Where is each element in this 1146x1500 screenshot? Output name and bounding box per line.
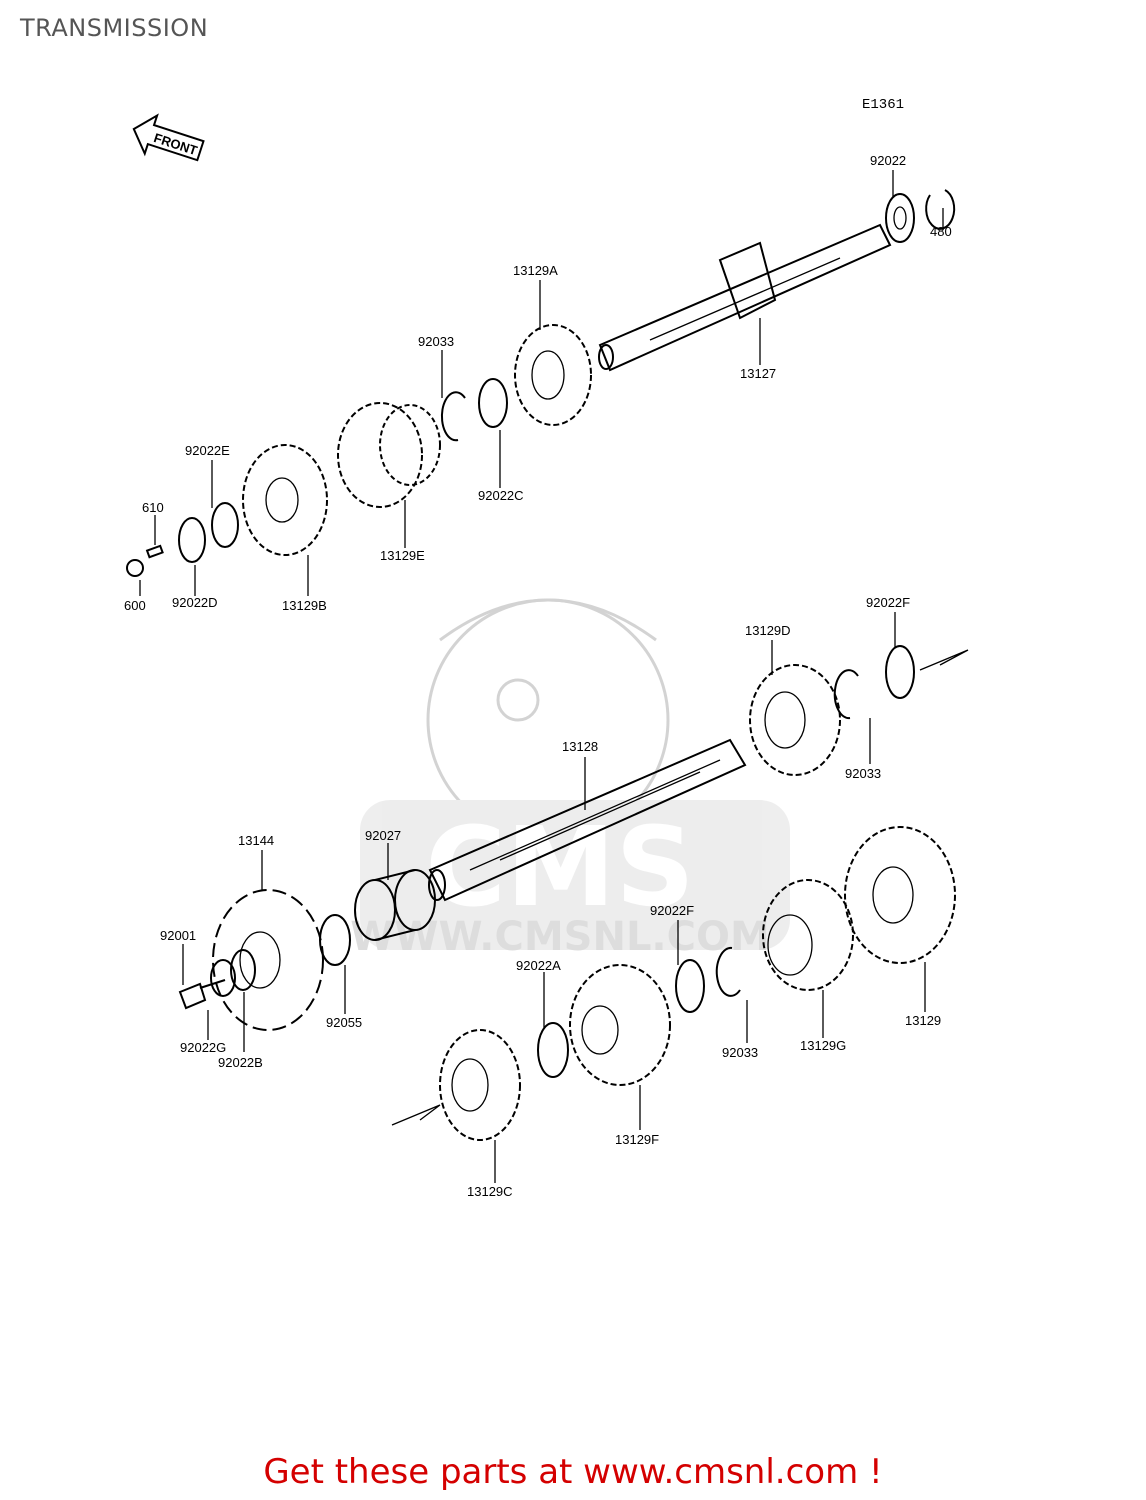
part-label-13144: 13144: [238, 833, 274, 848]
gear-13129A: [514, 324, 592, 426]
input-shaft: [598, 223, 892, 372]
washer-92022: [885, 193, 915, 243]
part-label-92022B: 92022B: [218, 1055, 263, 1070]
output-shaft: [428, 738, 747, 902]
part-label-92055: 92055: [326, 1015, 362, 1030]
part-label-13127: 13127: [740, 366, 776, 381]
sprocket-13144: [212, 889, 324, 1031]
axis-line-right: [919, 649, 969, 671]
washer-92022D: [178, 517, 206, 563]
washer-92022C: [478, 378, 508, 428]
circlip-92033-top: [440, 391, 466, 442]
part-label-13129D: 13129D: [745, 623, 791, 638]
part-label-92022F-top: 92022F: [866, 595, 910, 610]
part-label-92027: 92027: [365, 828, 401, 843]
washer-92055: [319, 914, 351, 966]
part-label-13129B: 13129B: [282, 598, 327, 613]
leader-lines: [139, 170, 944, 1183]
washer-92022A: [537, 1022, 569, 1078]
gear-13129G: [762, 879, 854, 991]
part-label-92022F-low: 92022F: [650, 903, 694, 918]
part-label-13128: 13128: [562, 739, 598, 754]
part-label-92022D: 92022D: [172, 595, 218, 610]
washer-92022F-top: [885, 645, 915, 699]
part-label-13129: 13129: [905, 1013, 941, 1028]
watermark-url-text: WWW.CMSNL.COM: [350, 914, 770, 960]
part-label-92033-low: 92033: [722, 1045, 758, 1060]
page-title: TRANSMISSION: [20, 14, 209, 42]
part-label-13129E: 13129E: [380, 548, 425, 563]
parts-footer-link[interactable]: Get these parts at www.cmsnl.com !: [263, 1452, 883, 1492]
pin-610: [145, 544, 164, 559]
part-label-610: 610: [142, 500, 164, 515]
gear-13129D: [749, 664, 841, 776]
front-arrow-icon: FRONT: [132, 113, 205, 162]
gear-13129: [844, 826, 956, 964]
circlip-480: [925, 189, 956, 230]
part-label-92022: 92022: [870, 153, 906, 168]
washer-92022F-low: [675, 959, 705, 1013]
part-label-92022E: 92022E: [185, 443, 230, 458]
part-label-13129G: 13129G: [800, 1038, 846, 1053]
washer-92022B: [230, 949, 256, 991]
gear-13129B: [242, 444, 328, 556]
collar-92027: [354, 869, 436, 941]
part-label-92001: 92001: [160, 928, 196, 943]
part-label-92033-mid: 92033: [845, 766, 881, 781]
part-label-13129F: 13129F: [615, 1132, 659, 1147]
circlip-92033-low: [715, 946, 741, 997]
diagram-code: E1361: [862, 97, 904, 113]
washer-92022E: [211, 502, 239, 548]
part-label-600: 600: [124, 598, 146, 613]
gear-13129E: [337, 402, 441, 508]
part-label-92022G: 92022G: [180, 1040, 226, 1055]
bolt-92001: [178, 979, 226, 1010]
ball-600: [126, 559, 144, 577]
gear-13129F: [569, 964, 671, 1086]
watermark-main-text: CMS: [425, 803, 694, 931]
part-label-13129C: 13129C: [467, 1184, 513, 1199]
cms-watermark: CMS WWW.CMSNL.COM: [350, 598, 790, 960]
part-label-13129A: 13129A: [513, 263, 558, 278]
transmission-diagram: CMS WWW.CMSNL.COM FRONT E1361: [124, 97, 969, 1199]
part-label-92033-top: 92033: [418, 334, 454, 349]
part-label-92022A: 92022A: [516, 958, 561, 973]
washer-92022G: [210, 959, 236, 997]
axis-line-left: [391, 1104, 441, 1126]
circlip-92033-mid: [833, 669, 859, 720]
part-label-92022C: 92022C: [478, 488, 524, 503]
part-label-480: 480: [930, 224, 952, 239]
gear-13129C: [439, 1029, 521, 1141]
